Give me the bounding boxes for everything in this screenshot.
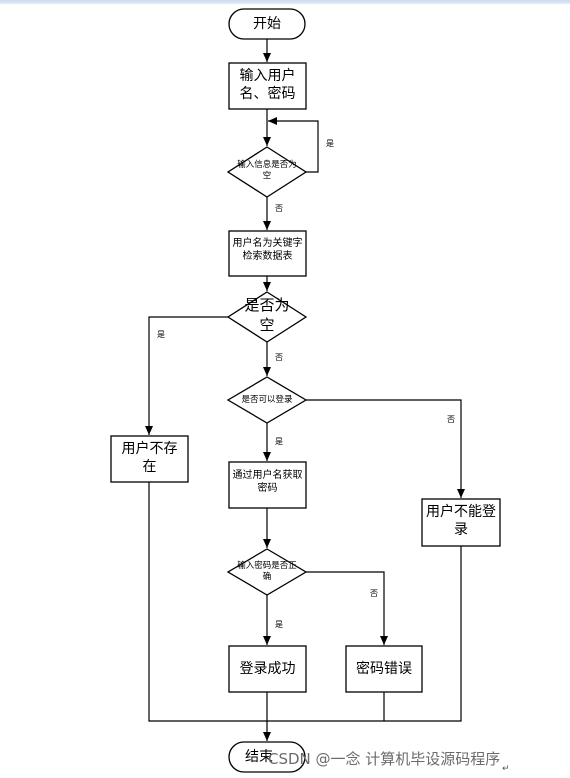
end-label: 结束 xyxy=(245,749,273,765)
edge-label-input-empty-yes: 是 xyxy=(326,139,334,148)
check-can-login-label: 是否可以登录 xyxy=(241,395,293,405)
cannot-login-label: 用户不能登录 xyxy=(426,504,496,539)
login-success-box xyxy=(228,645,307,693)
end-terminal xyxy=(228,741,306,773)
login-success-label: 登录成功 xyxy=(239,661,296,677)
start-label: 开始 xyxy=(253,16,281,32)
check-result-empty-label: 是否为空 xyxy=(244,296,290,334)
edge-label-can-login-yes: 是 xyxy=(275,437,283,446)
window-top-bar xyxy=(0,0,570,4)
edge-result-empty-yes xyxy=(145,316,228,435)
search-table-label: 用户名为关键字检索数据表 xyxy=(232,238,303,262)
edge-label-can-login-no: 否 xyxy=(447,415,455,424)
check-input-empty-label: 输入信息是否为空 xyxy=(237,160,297,182)
edge-pwd-error-to-join xyxy=(267,692,385,722)
edge-password-wrong-no xyxy=(306,571,388,645)
cannot-login-box xyxy=(421,498,501,547)
edge-label-input-empty-no: 否 xyxy=(275,204,283,213)
edge-not-exist-to-join xyxy=(148,482,267,722)
edge-label-result-empty-yes: 是 xyxy=(157,330,165,339)
get-password-box xyxy=(228,461,307,509)
user-not-exist-box xyxy=(110,435,189,483)
edge-cannot-login-to-join xyxy=(384,546,462,722)
paragraph-return-mark: ↵ xyxy=(502,764,510,774)
edge-label-password-no: 否 xyxy=(370,589,378,598)
edge-label-password-yes: 是 xyxy=(275,620,283,629)
edge-input-empty-yes-loop xyxy=(268,117,319,173)
edge-cannot-login-no xyxy=(306,399,465,498)
user-not-exist-label: 用户不存在 xyxy=(121,441,178,476)
input-credentials-box xyxy=(228,62,307,110)
password-error-box xyxy=(345,645,423,693)
check-password-label: 输入密码是否正确 xyxy=(237,561,297,583)
edge-label-result-empty-no: 否 xyxy=(275,353,283,362)
input-credentials-label: 输入用户名、密码 xyxy=(239,68,296,103)
password-error-label: 密码错误 xyxy=(356,661,412,677)
search-table-box xyxy=(228,230,307,277)
get-password-label: 通过用户名获取密码 xyxy=(232,470,303,494)
csdn-watermark: CSDN @一念 计算机毕设源码程序 xyxy=(268,750,501,768)
